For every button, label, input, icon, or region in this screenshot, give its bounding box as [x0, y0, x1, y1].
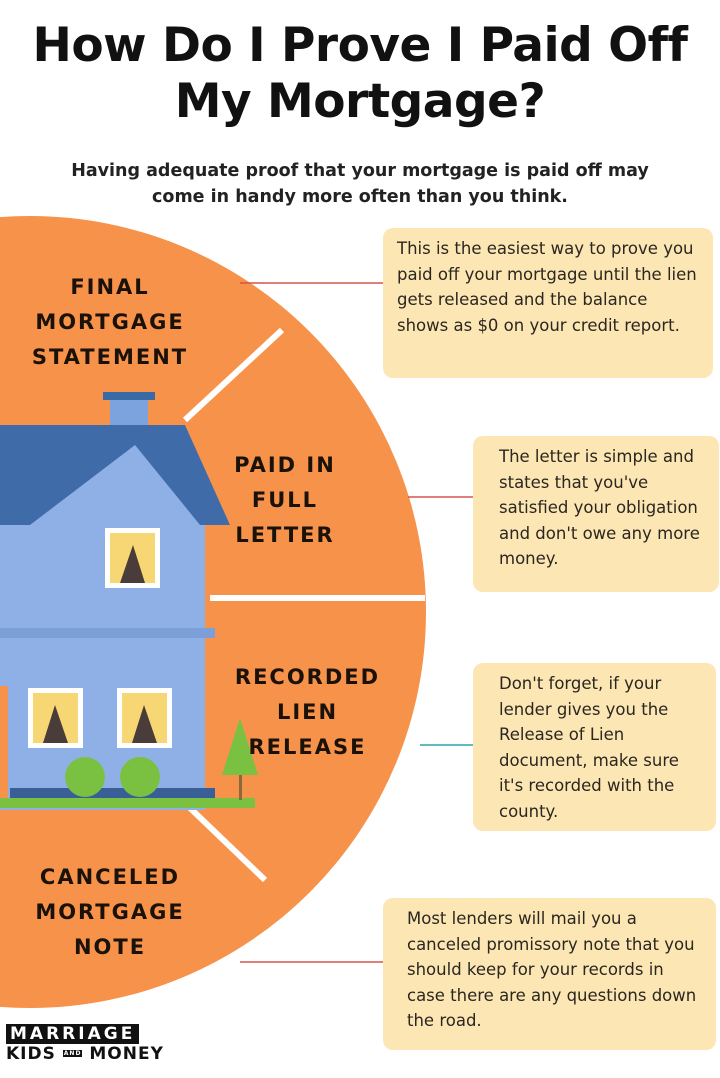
- callout-paid-in-full-letter: The letter is simple and states that you…: [473, 436, 719, 592]
- label-final-mortgage-statement: FINAL MORTGAGE STATEMENT: [31, 275, 189, 369]
- logo-and: AND: [62, 1050, 83, 1057]
- logo-line-2: KIDS AND MONEY: [6, 1044, 164, 1064]
- subtitle: Having adequate proof that your mortgage…: [71, 161, 649, 207]
- logo-line-1: MARRIAGE: [6, 1024, 140, 1044]
- brand-logo: MARRIAGE KIDS AND MONEY: [6, 1024, 164, 1064]
- divider-3: [187, 805, 268, 883]
- logo-money: MONEY: [89, 1044, 164, 1064]
- callout-canceled-mortgage-note: Most lenders will mail you a canceled pr…: [383, 898, 716, 1050]
- callout-recorded-lien-release: Don't forget, if your lender gives you t…: [473, 663, 716, 831]
- logo-kids: KIDS: [6, 1044, 56, 1064]
- label-recorded-lien-release: RECORDED LIEN RELEASE: [234, 665, 381, 759]
- callout-final-mortgage-statement: This is the easiest way to prove you pai…: [383, 228, 713, 378]
- divider-1: [182, 327, 285, 423]
- label-paid-in-full-letter: PAID IN FULL LETTER: [234, 453, 336, 547]
- house-illustration: [0, 392, 258, 810]
- label-canceled-mortgage-note: CANCELED MORTGAGE NOTE: [35, 865, 185, 959]
- page-title: How Do I Prove I Paid Off My Mortgage?: [32, 18, 688, 129]
